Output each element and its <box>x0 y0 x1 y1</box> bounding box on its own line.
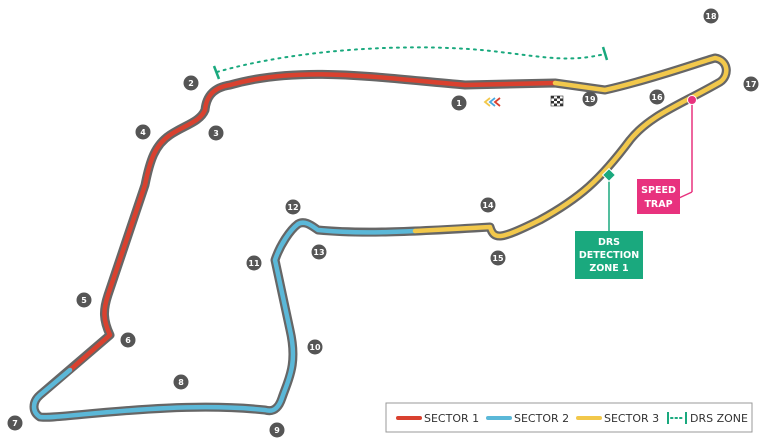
drs-zone-end-marker <box>601 46 609 61</box>
turn-marker-circle <box>173 374 189 390</box>
turn-marker-circle <box>285 199 301 215</box>
speed-trap-line-2: TRAP <box>644 199 672 210</box>
turn-marker-circle <box>582 91 598 107</box>
turn-number: 10 <box>309 343 321 352</box>
turn-number: 19 <box>584 95 596 104</box>
turn-marker-19: 19 <box>582 91 598 107</box>
turn-number: 8 <box>178 378 184 387</box>
turn-marker-circle <box>307 339 323 355</box>
drs-zone-line <box>216 46 606 73</box>
turn-number: 7 <box>12 419 18 428</box>
legend-sector-3-label: SECTOR 3 <box>604 412 659 425</box>
turn-marker-circle <box>451 95 467 111</box>
legend-item-sector-3: SECTOR 3 <box>576 412 659 425</box>
turn-marker-11: 11 <box>246 255 262 271</box>
turn-marker-circle <box>649 89 665 105</box>
turn-marker-15: 15 <box>490 250 506 266</box>
sector-1-path <box>67 72 558 373</box>
turn-number: 13 <box>313 248 324 257</box>
drs-detection-label: DRS DETECTION ZONE 1 <box>575 231 643 279</box>
speed-trap-label: SPEED TRAP <box>637 179 680 214</box>
turn-number: 3 <box>213 129 219 138</box>
turn-marker-circle <box>743 76 759 92</box>
turn-marker-5: 5 <box>76 292 92 308</box>
checkered-flag-icon <box>550 95 564 107</box>
turn-marker-circle <box>246 255 262 271</box>
turn-number: 1 <box>456 99 462 108</box>
turn-number: 9 <box>274 426 280 435</box>
drs-detection-marker <box>601 167 617 183</box>
turn-marker-1: 1 <box>451 95 467 111</box>
turn-marker-circle <box>480 197 496 213</box>
turn-number: 2 <box>188 79 194 88</box>
turn-marker-6: 6 <box>120 332 136 348</box>
turn-marker-circle <box>269 422 285 438</box>
drs-detection-line-2: DETECTION <box>579 250 639 261</box>
turn-marker-7: 7 <box>7 415 23 431</box>
drs-zone-start-marker <box>212 65 221 80</box>
turn-number: 5 <box>81 296 87 305</box>
turn-marker-4: 4 <box>135 124 151 140</box>
legend-sector-2-label: SECTOR 2 <box>514 412 569 425</box>
sector-2-path <box>31 220 418 420</box>
speed-trap-marker <box>687 95 697 105</box>
turn-number: 18 <box>705 12 717 21</box>
legend-sector-1-label: SECTOR 1 <box>424 412 479 425</box>
start-direction-chevrons-icon <box>483 97 501 107</box>
turn-marker-18: 18 <box>703 8 719 24</box>
turn-marker-circle <box>490 250 506 266</box>
turn-marker-8: 8 <box>173 374 189 390</box>
turn-number: 6 <box>125 336 131 345</box>
drs-detection-line-3: ZONE 1 <box>589 263 628 274</box>
turn-number: 14 <box>482 201 494 210</box>
turn-marker-9: 9 <box>269 422 285 438</box>
turn-marker-circle <box>76 292 92 308</box>
sector-3-path <box>412 55 729 239</box>
turn-number: 16 <box>651 93 663 102</box>
speed-trap-line-1: SPEED <box>641 185 676 196</box>
drs-detection-line-1: DRS <box>598 237 620 248</box>
turn-marker-14: 14 <box>480 197 496 213</box>
legend-item-sector-2: SECTOR 2 <box>486 412 569 425</box>
turn-marker-circle <box>311 244 327 260</box>
legend-drs-zone-label: DRS ZONE <box>690 412 748 425</box>
turn-marker-circle <box>208 125 224 141</box>
turn-number: 4 <box>140 128 146 137</box>
turn-marker-16: 16 <box>649 89 665 105</box>
legend: SECTOR 1 SECTOR 2 SECTOR 3 DRS ZONE <box>385 402 753 433</box>
turn-marker-17: 17 <box>743 76 759 92</box>
turn-marker-2: 2 <box>183 75 199 91</box>
turn-marker-13: 13 <box>311 244 327 260</box>
turn-number: 17 <box>745 80 756 89</box>
turn-marker-circle <box>703 8 719 24</box>
turn-marker-circle <box>7 415 23 431</box>
turn-marker-3: 3 <box>208 125 224 141</box>
legend-item-drs-zone: DRS ZONE <box>667 412 748 425</box>
speed-trap-leader-line-h <box>678 191 693 199</box>
turn-marker-10: 10 <box>307 339 323 355</box>
turn-number: 15 <box>492 254 504 263</box>
turn-marker-circle <box>183 75 199 91</box>
turn-marker-circle <box>135 124 151 140</box>
turn-marker-circle <box>120 332 136 348</box>
legend-item-sector-1: SECTOR 1 <box>396 412 479 425</box>
turn-number: 12 <box>287 203 298 212</box>
turn-marker-12: 12 <box>285 199 301 215</box>
turn-number: 11 <box>248 259 260 268</box>
